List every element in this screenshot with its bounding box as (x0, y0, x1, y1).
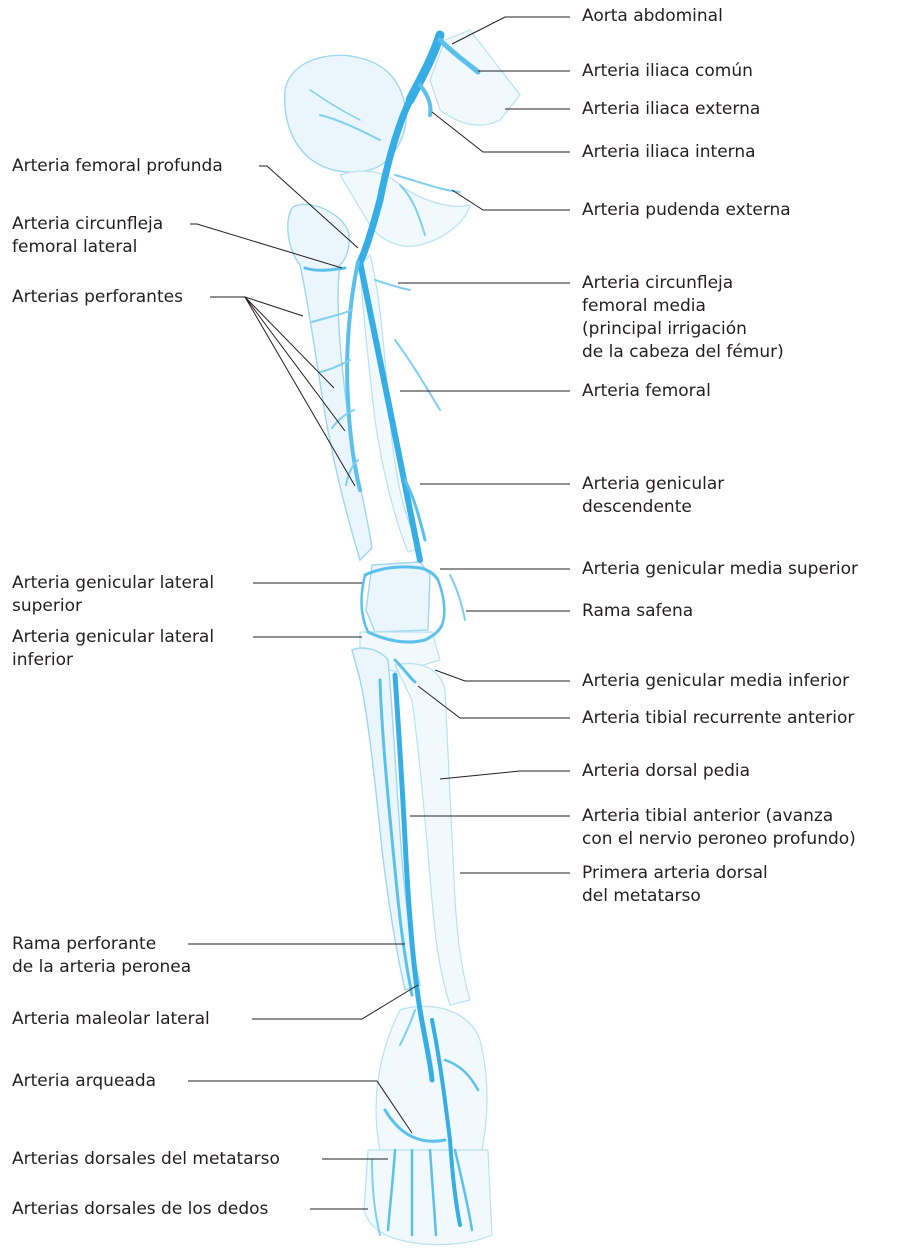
label-line: (principal irrigación (582, 318, 784, 341)
label-arteria-genicular-media-superior: Arteria genicular media superior (582, 558, 858, 581)
label-arteria-genicular-lateral-inferior: Arteria genicular lateral inferior (12, 626, 214, 672)
label-arteria-femoral: Arteria femoral (582, 380, 711, 403)
label-arteria-genicular-media-inferior: Arteria genicular media inferior (582, 670, 849, 693)
label-arteria-iliaca-comun: Arteria iliaca común (582, 60, 753, 83)
label-arteria-femoral-profunda: Arteria femoral profunda (12, 155, 223, 178)
label-line: Primera arteria dorsal (582, 862, 768, 885)
label-arteria-circunfleja-femoral-media: Arteria circunfleja femoral media (princ… (582, 272, 784, 364)
label-arteria-pudenda-externa: Arteria pudenda externa (582, 199, 791, 222)
label-line: Arteria genicular (582, 473, 724, 496)
label-line: Arteria tibial anterior (avanza (582, 805, 856, 828)
label-arteria-maleolar-lateral: Arteria maleolar lateral (12, 1008, 210, 1031)
label-arteria-circunfleja-femoral-lateral: Arteria circunfleja femoral lateral (12, 213, 163, 259)
label-arterias-perforantes: Arterias perforantes (12, 286, 183, 309)
label-line: Arteria genicular lateral (12, 626, 214, 649)
label-arteria-dorsal-pedia: Arteria dorsal pedia (582, 760, 750, 783)
label-line: descendente (582, 496, 724, 519)
label-line: Arteria genicular lateral (12, 572, 214, 595)
label-aorta-abdominal: Aorta abdominal (582, 5, 723, 28)
label-rama-perforante-arteria-peronea: Rama perforante de la arteria peronea (12, 933, 191, 979)
label-line: del metatarso (582, 885, 768, 908)
label-arteria-iliaca-externa: Arteria iliaca externa (582, 98, 760, 121)
label-line: con el nervio peroneo profundo) (582, 828, 856, 851)
label-line: de la arteria peronea (12, 956, 191, 979)
label-line: inferior (12, 649, 214, 672)
label-arterias-dorsales-dedos: Arterias dorsales de los dedos (12, 1198, 268, 1221)
label-line: Arteria circunfleja (582, 272, 784, 295)
label-arteria-genicular-descendente: Arteria genicular descendente (582, 473, 724, 519)
label-arterias-dorsales-metatarso: Arterias dorsales del metatarso (12, 1148, 280, 1171)
label-line: Rama perforante (12, 933, 191, 956)
label-line: de la cabeza del fémur) (582, 341, 784, 364)
label-arteria-arqueada: Arteria arqueada (12, 1070, 156, 1093)
label-line: Arteria circunfleja (12, 213, 163, 236)
label-line: femoral lateral (12, 236, 163, 259)
label-rama-safena: Rama safena (582, 600, 693, 623)
label-arteria-tibial-anterior: Arteria tibial anterior (avanza con el n… (582, 805, 856, 851)
label-primera-arteria-dorsal-metatarso: Primera arteria dorsal del metatarso (582, 862, 768, 908)
label-arteria-genicular-lateral-superior: Arteria genicular lateral superior (12, 572, 214, 618)
label-arteria-tibial-recurrente-anterior: Arteria tibial recurrente anterior (582, 707, 854, 730)
label-line: superior (12, 595, 214, 618)
label-line: femoral media (582, 295, 784, 318)
label-arteria-iliaca-interna: Arteria iliaca interna (582, 141, 756, 164)
